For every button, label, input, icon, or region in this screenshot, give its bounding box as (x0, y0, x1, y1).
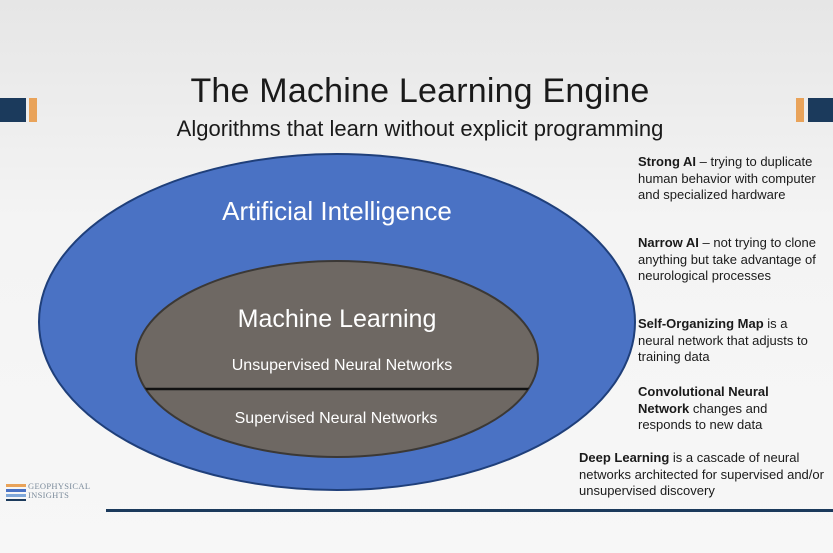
strong-ai-term: Strong AI (638, 154, 697, 169)
machine-learning-label: Machine Learning (238, 305, 437, 333)
deep-learning-description: Deep Learning is a cascade of neural net… (579, 450, 824, 500)
artificial-intelligence-label: Artificial Intelligence (222, 196, 452, 226)
strong-ai-description: Strong AI – trying to duplicate human be… (638, 154, 818, 204)
logo-line-2: INSIGHTS (28, 490, 70, 500)
left-accent-stripe (29, 98, 37, 122)
logo-wordmark: GEOPHYSICAL INSIGHTS (28, 482, 90, 500)
som-description: Self-Organizing Map is a neural network … (638, 316, 823, 366)
slide-title: The Machine Learning Engine (190, 72, 650, 110)
cnn-term: Convolutional Neural Network (638, 384, 769, 416)
left-accent-bar (0, 98, 26, 122)
supervised-label: Supervised Neural Networks (235, 410, 438, 427)
som-text: is a neural network that adjusts to trai… (638, 316, 808, 364)
logo-line-1: GEOPHYSICAL (28, 481, 91, 491)
slide-subtitle: Algorithms that learn without explicit p… (176, 116, 664, 141)
right-accent-bar (808, 98, 833, 122)
right-accent-stripe (796, 98, 804, 122)
deep-learning-text: is a cascade of neural networks architec… (579, 450, 824, 498)
unsupervised-label: Unsupervised Neural Networks (232, 357, 453, 374)
som-term: Self-Organizing Map (638, 316, 764, 331)
bottom-rule (106, 509, 833, 512)
machine-learning-ellipse (135, 260, 539, 458)
narrow-ai-term: Narrow AI (638, 235, 699, 250)
deep-learning-term: Deep Learning (579, 450, 670, 465)
geophysical-insights-logo-icon (6, 484, 26, 501)
strong-ai-text: – trying to duplicate human behavior wit… (638, 154, 816, 202)
narrow-ai-text: – not trying to clone anything but take … (638, 235, 816, 283)
cnn-text: changes and responds to new data (638, 400, 768, 433)
cnn-description: Convolutional Neural Network changes and… (638, 384, 818, 434)
narrow-ai-description: Narrow AI – not trying to clone anything… (638, 235, 818, 285)
